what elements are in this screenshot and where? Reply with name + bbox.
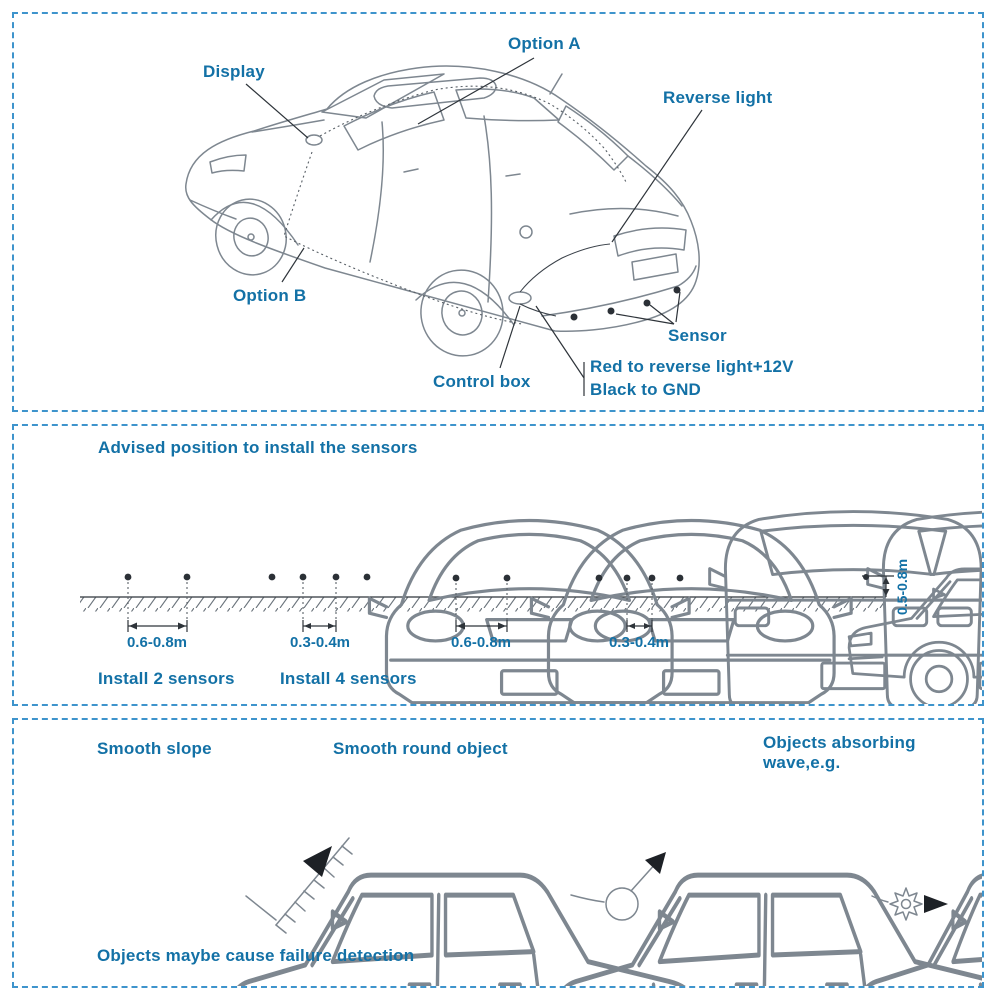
dimension-arrows — [127, 575, 894, 632]
caption-failure-detection: Objects maybe cause failure detection — [97, 946, 415, 965]
label-smooth-slope: Smooth slope — [97, 739, 212, 758]
car-side-height-reference — [848, 568, 982, 704]
dim-label-4: 0.3-0.4m — [608, 634, 670, 651]
failure-cases-illustration — [227, 837, 982, 986]
obstacle-art — [245, 837, 923, 934]
label-black-wire: Black to GND — [590, 380, 702, 399]
label-absorbing: Objects absorbing wave,e.g. — [763, 733, 916, 773]
dim-label-1: 0.6-0.8m — [126, 634, 188, 651]
sedan-3quarter-illustration — [185, 57, 703, 396]
caption-install-4-sensors: Install 4 sensors — [280, 669, 417, 688]
wiring-art — [519, 243, 611, 317]
label-leader-lines — [245, 57, 703, 396]
label-display: Display — [203, 62, 265, 81]
cable-route-options — [283, 85, 627, 325]
panel-sensor-positions: 0.5-0.8m Advised position to install the… — [12, 424, 984, 706]
sensor-position-illustration: 0.5-0.8m — [80, 510, 982, 704]
car-front-4-sensors — [530, 519, 852, 704]
label-red-wire: Red to reverse light+12V — [590, 357, 794, 376]
label-reverse-light: Reverse light — [663, 88, 773, 107]
caption-install-2-sensors: Install 2 sensors — [98, 669, 235, 688]
label-smooth-round: Smooth round object — [333, 739, 508, 758]
panel-failure-cases: Smooth slope Smooth round object Objects… — [12, 718, 984, 988]
panel-installation-overview: Display Option A Reverse light Option B … — [12, 12, 984, 412]
bumper-sensor-dots — [570, 286, 681, 321]
label-sensor: Sensor — [668, 326, 727, 345]
label-control-box: Control box — [433, 372, 531, 391]
reflection-arrows — [303, 846, 948, 913]
car-front-2-sensors — [368, 519, 690, 704]
dim-label-3: 0.6-0.8m — [450, 634, 512, 651]
label-option-b: Option B — [233, 286, 307, 305]
panel-middle-title: Advised position to install the sensors — [98, 438, 418, 457]
label-option-a: Option A — [508, 34, 581, 53]
dim-label-2: 0.3-0.4m — [289, 634, 351, 651]
car-body-art — [185, 65, 700, 357]
height-range-label: 0.5-0.8m — [894, 559, 910, 615]
sensor-dots — [124, 573, 869, 582]
